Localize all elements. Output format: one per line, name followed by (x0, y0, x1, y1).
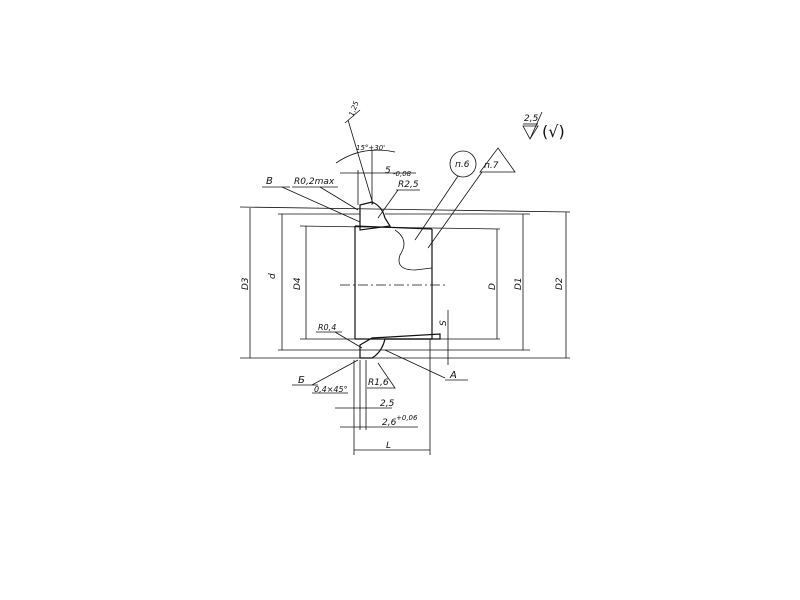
svg-text:D4: D4 (293, 277, 303, 290)
dimension-D4: D4 (293, 226, 307, 339)
svg-text:15°+30': 15°+30' (356, 144, 385, 152)
roughness-symbol: 2,5 (√) (522, 111, 565, 141)
svg-text:0,4×45°: 0,4×45° (314, 385, 348, 394)
svg-text:5: 5 (385, 166, 391, 176)
dimension-D3: D3 (241, 208, 251, 358)
svg-text:+0,06: +0,06 (396, 414, 418, 422)
svg-text:D3: D3 (241, 277, 251, 290)
svg-text:D2: D2 (555, 277, 565, 290)
svg-text:D1: D1 (514, 277, 524, 290)
bushing-section (340, 201, 445, 359)
svg-text:А: А (449, 370, 457, 381)
svg-text:L: L (386, 441, 391, 451)
dimension-D2: D2 (555, 212, 567, 358)
svg-text:2,6: 2,6 (382, 418, 397, 428)
svg-text:S: S (439, 320, 449, 326)
top-annotations: В R0,2max R2,5 5 -0,08 15°+30' 1,25 п.6 … (262, 99, 516, 249)
svg-text:2,5: 2,5 (380, 399, 395, 409)
svg-text:В: В (266, 176, 273, 187)
dimension-D1: D1 (514, 214, 524, 350)
svg-text:Б: Б (298, 375, 305, 386)
roughness-other: (√) (542, 122, 565, 141)
dimension-D: D (488, 229, 498, 339)
svg-text:1,25: 1,25 (348, 99, 361, 117)
svg-text:R0,4: R0,4 (318, 323, 336, 332)
svg-text:D: D (488, 283, 498, 290)
svg-text:-0,08: -0,08 (393, 170, 412, 178)
svg-text:R2,5: R2,5 (398, 180, 419, 190)
svg-text:п.7: п.7 (484, 161, 499, 171)
dimension-d: d (268, 214, 283, 350)
svg-text:R0,2max: R0,2max (294, 177, 335, 187)
roughness-value: 2,5 (524, 114, 539, 124)
svg-text:d: d (268, 273, 278, 279)
bottom-annotations: R0,4 Б 0,4×45° R1,6 А S 2,5 2,6 +0,06 L (292, 310, 468, 455)
svg-text:R1,6: R1,6 (368, 378, 389, 388)
svg-text:п.6: п.6 (455, 160, 470, 170)
